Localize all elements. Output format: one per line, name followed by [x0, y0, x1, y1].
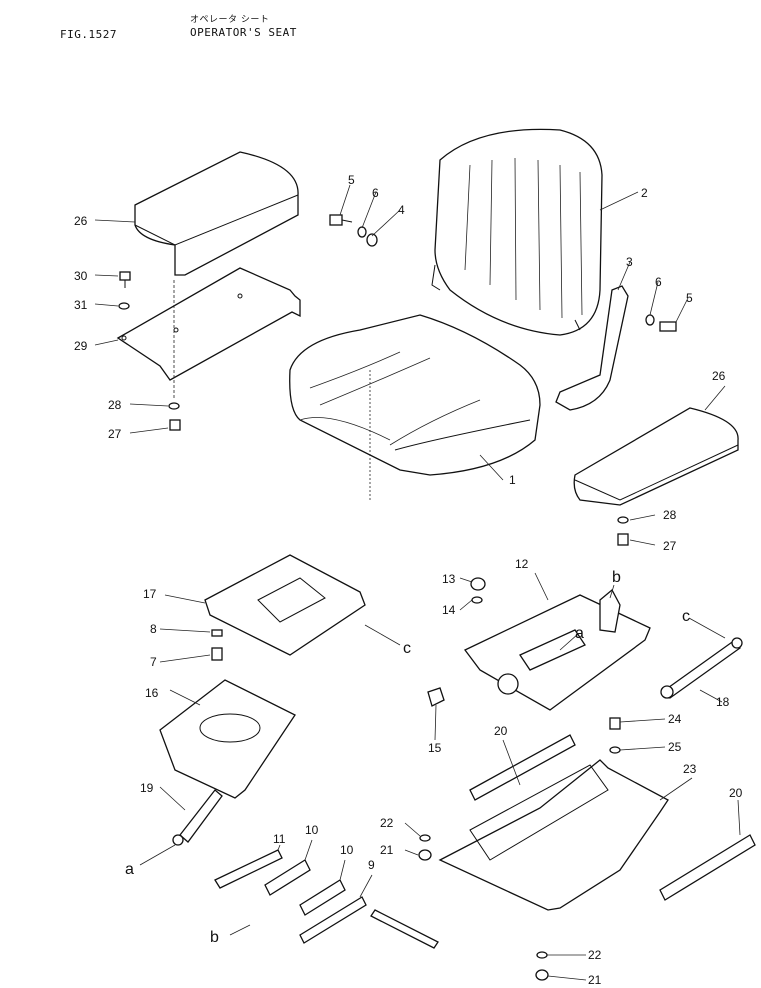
nut-13	[470, 577, 486, 591]
seat-backrest	[431, 128, 603, 336]
slide-bracket-12	[464, 588, 651, 711]
callout-25: 25	[668, 740, 682, 754]
callout-10: 10	[305, 823, 319, 837]
washer-28b	[617, 516, 629, 524]
washer-6a	[357, 226, 367, 238]
rail-20b	[659, 834, 756, 901]
right-armrest-pad	[573, 407, 739, 506]
lever-rod-18	[660, 637, 743, 699]
nut-4	[366, 233, 378, 247]
callout-20: 20	[494, 724, 508, 738]
bolt-7	[211, 647, 223, 661]
bolt-5a	[329, 214, 353, 226]
callout-12: 12	[515, 557, 529, 571]
title-japanese: オペレータ シート	[190, 15, 270, 25]
callout-b2: b	[612, 569, 621, 586]
callout-30: 30	[74, 269, 88, 283]
callout-28: 28	[108, 398, 122, 412]
callout-1: 1	[509, 473, 516, 487]
shock-absorber-19	[172, 789, 223, 846]
left-armrest-pad	[134, 151, 299, 276]
suspension-top-plate-17	[204, 554, 366, 656]
callout-28b: 28	[663, 508, 677, 522]
cap-15	[427, 687, 445, 707]
callout-2: 2	[641, 186, 648, 200]
callout-27: 27	[108, 427, 122, 441]
callout-27b: 27	[663, 539, 677, 553]
callout-26: 26	[74, 214, 88, 228]
callout-22b: 22	[588, 948, 602, 962]
callout-a: a	[125, 861, 134, 878]
callout-6b: 6	[655, 275, 662, 289]
bolt-5b	[659, 321, 677, 332]
callout-29: 29	[74, 339, 88, 353]
callout-15: 15	[428, 741, 442, 755]
suspension-link-16	[159, 679, 296, 799]
nut-21a	[418, 849, 432, 861]
callout-3: 3	[626, 255, 633, 269]
callout-21b: 21	[588, 973, 602, 987]
callout-11: 11	[273, 832, 286, 846]
callout-10b: 10	[340, 843, 354, 857]
seat-cushion	[289, 314, 541, 476]
callout-9: 9	[368, 858, 375, 872]
rail-20a	[469, 734, 576, 801]
backrest-bracket-3	[555, 285, 629, 411]
base-plate-23	[438, 759, 669, 911]
callout-17: 17	[143, 587, 157, 601]
callout-31: 31	[74, 298, 88, 312]
bolt-27b	[617, 533, 629, 546]
callout-7: 7	[150, 655, 157, 669]
callout-5: 5	[348, 173, 355, 187]
title-english: OPERATOR'S SEAT	[190, 26, 297, 39]
bolt-30	[119, 271, 131, 288]
callout-21: 21	[380, 843, 394, 857]
washer-25	[609, 746, 621, 754]
bolt-24	[609, 717, 621, 730]
callout-5b: 5	[686, 291, 693, 305]
callout-16: 16	[145, 686, 159, 700]
callout-b: b	[210, 929, 219, 946]
callout-20b: 20	[729, 786, 743, 800]
callout-13: 13	[442, 572, 456, 586]
callout-19: 19	[140, 781, 154, 795]
callout-14: 14	[442, 603, 456, 617]
washer-22a	[419, 834, 431, 842]
bolt-27a	[169, 419, 181, 431]
figure-number: FIG.1527	[60, 28, 117, 41]
left-armrest-bracket	[116, 267, 301, 381]
callout-24: 24	[668, 712, 682, 726]
pins-10-11-9	[214, 849, 439, 949]
callout-26b: 26	[712, 369, 726, 383]
washer-6b	[645, 314, 655, 326]
callout-c2: c	[682, 608, 690, 625]
callout-23: 23	[683, 762, 697, 776]
callout-22: 22	[380, 816, 394, 830]
callout-c: c	[403, 640, 411, 657]
washer-31	[118, 302, 130, 310]
washer-14	[471, 596, 483, 604]
callout-18: 18	[716, 695, 730, 709]
callout-8: 8	[150, 622, 157, 636]
callout-4: 4	[398, 203, 405, 217]
callout-a2: a	[575, 625, 584, 642]
washer-22b	[536, 951, 548, 959]
callout-6: 6	[372, 186, 379, 200]
washer-8	[211, 629, 223, 637]
washer-28a	[168, 402, 180, 410]
nut-21b	[535, 969, 549, 981]
